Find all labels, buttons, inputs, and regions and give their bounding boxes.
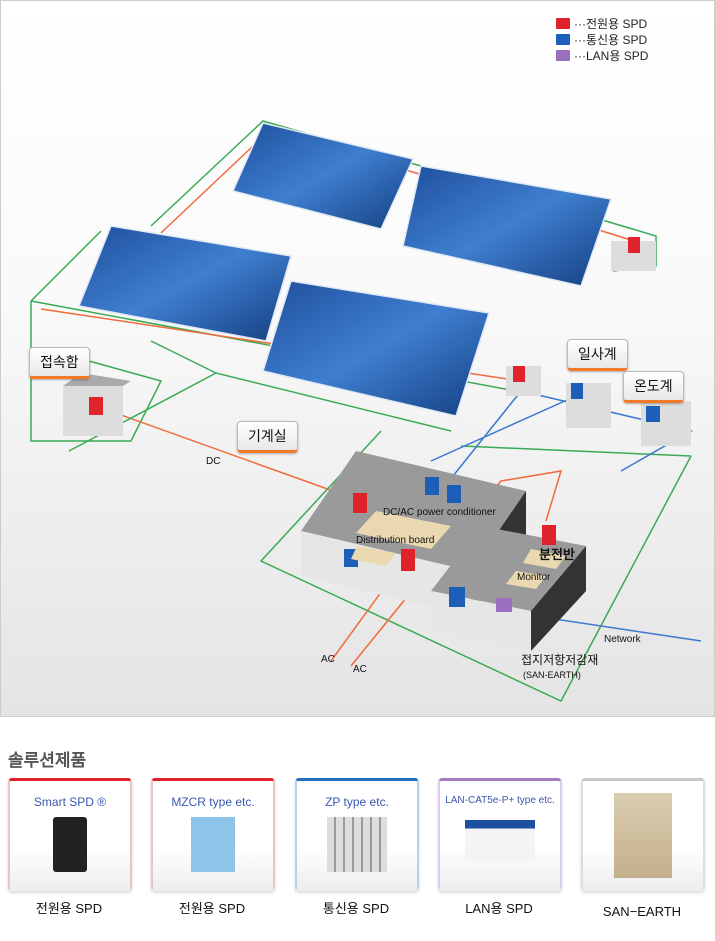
earth-label: 접지저항저감재 [521, 653, 598, 667]
comm-spd-swatch [556, 33, 570, 45]
section-title: 솔루션제품 [8, 751, 87, 770]
legend-item: ···전원용 SPD [556, 15, 648, 31]
machine-room-label: 기계실 [237, 421, 298, 453]
product-caption: LAN용 SPD [465, 901, 533, 916]
dc-label: DC [206, 456, 220, 467]
spd-devices [89, 237, 660, 612]
pcs-label: DC/AC power conditioner [383, 507, 496, 518]
product-card-smart-spd[interactable]: Smart SPD ® [8, 778, 132, 891]
pyranometer-label: 일사계 [567, 339, 628, 371]
buildings [63, 241, 691, 651]
product-image [327, 817, 387, 872]
product-card-lan[interactable]: LAN-CAT5e-P+ type etc. [438, 778, 562, 891]
earth-en-label: (SAN-EARTH) [523, 670, 581, 680]
product-title: Smart SPD ® [33, 795, 107, 809]
product-card-mzcr[interactable]: MZCR type etc. [151, 778, 275, 891]
panelboard-label: 분전반 [539, 547, 575, 562]
thermometer-label: 온도계 [623, 371, 684, 403]
diagram-canvas: DC DC/AC power conditioner Distribution … [30, 120, 702, 702]
solar-panels [77, 122, 612, 417]
monitor-label: Monitor [517, 572, 551, 583]
ac-label: AC [353, 664, 367, 675]
power-spd-swatch [556, 17, 570, 29]
product-title: MZCR type etc. [171, 795, 255, 809]
product-title: ZP type etc. [325, 795, 389, 809]
product-card-zp[interactable]: ZP type etc. [295, 778, 419, 891]
product-card-san-earth[interactable] [581, 778, 705, 891]
product-image [191, 817, 235, 872]
network-label: Network [604, 634, 642, 645]
product-image [53, 817, 87, 872]
ac-label: AC [321, 654, 335, 665]
legend: ···전원용 SPD ···통신용 SPD ···LAN용 SPD [556, 15, 648, 63]
distribution-label: Distribution board [356, 535, 434, 546]
legend-label: ···LAN용 SPD [574, 48, 649, 63]
junction-box-label: 접속함 [29, 347, 90, 379]
product-image [465, 820, 535, 862]
product-caption: SAN−EARTH [602, 904, 682, 919]
diagram-labels: DC DC/AC power conditioner Distribution … [206, 456, 642, 680]
lan-spd-swatch [556, 49, 570, 61]
product-title: LAN-CAT5e-P+ type etc. [445, 795, 555, 806]
legend-label: ···통신용 SPD [574, 32, 648, 47]
product-caption: 통신용 SPD [322, 901, 390, 916]
product-image [614, 793, 672, 878]
legend-item: ···통신용 SPD [556, 31, 648, 47]
legend-item: ···LAN용 SPD [556, 47, 648, 63]
solar-spd-diagram: DC DC/AC power conditioner Distribution … [0, 0, 715, 717]
legend-label: ···전원용 SPD [574, 16, 648, 31]
product-caption: 전원용 SPD [35, 901, 103, 916]
product-caption: 전원용 SPD [178, 901, 246, 916]
